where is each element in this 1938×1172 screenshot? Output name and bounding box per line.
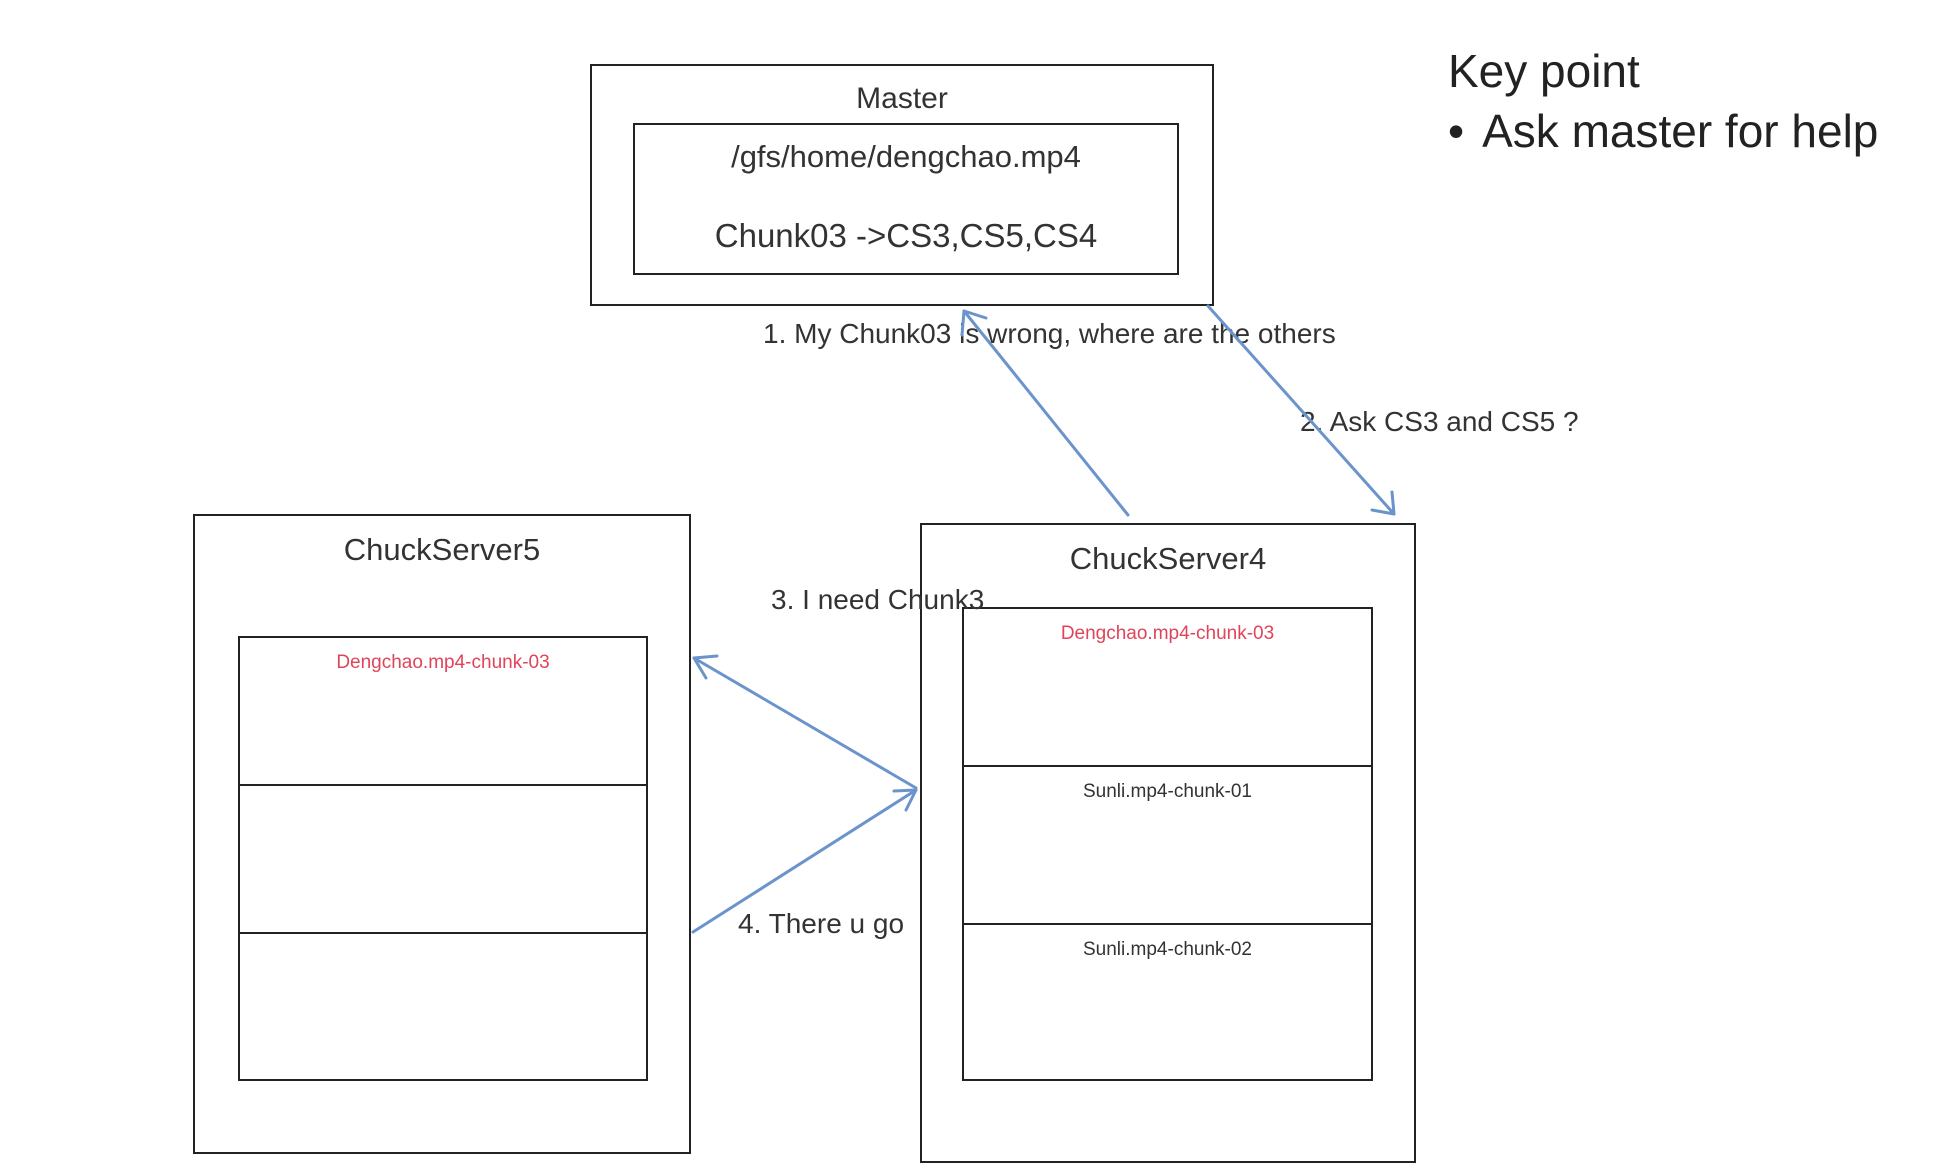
chunk-slot: Sunli.mp4-chunk-01 bbox=[964, 767, 1371, 925]
chunk-label: Sunli.mp4-chunk-02 bbox=[1083, 939, 1252, 960]
message-step-1: 1. My Chunk03 is wrong, where are the ot… bbox=[763, 318, 1336, 349]
chunk-label: Sunli.mp4-chunk-01 bbox=[1083, 781, 1252, 802]
arrow-step-2-line bbox=[1206, 304, 1396, 516]
chunk-slot: Dengchao.mp4-chunk-03 bbox=[964, 609, 1371, 767]
chunk-label: Dengchao.mp4-chunk-03 bbox=[336, 652, 550, 673]
message-step-2: 2. Ask CS3 and CS5 ? bbox=[1300, 406, 1579, 437]
chunk-server-4: ChuckServer4 Dengchao.mp4-chunk-03 Sunli… bbox=[920, 523, 1416, 1163]
bullet-icon: • bbox=[1448, 105, 1465, 157]
master-file-path: /gfs/home/dengchao.mp4 bbox=[731, 139, 1081, 174]
arrow-step-4-line bbox=[691, 788, 918, 934]
chunk-server-5-title: ChuckServer5 bbox=[343, 532, 541, 567]
key-point-bullet-text: Ask master for help bbox=[1482, 105, 1879, 157]
chunk-label: Dengchao.mp4-chunk-03 bbox=[1060, 623, 1275, 644]
message-step-3: 3. I need Chunk3 bbox=[771, 584, 985, 615]
chunk-slot bbox=[240, 934, 646, 1080]
arrow-step-2-head bbox=[1370, 490, 1396, 516]
key-point-bullet: • Ask master for help bbox=[1448, 104, 1878, 158]
key-point-title: Key point bbox=[1448, 45, 1640, 97]
master-node: Master /gfs/home/dengchao.mp4 Chunk03 ->… bbox=[590, 64, 1214, 306]
master-file-table: /gfs/home/dengchao.mp4 Chunk03 ->CS3,CS5… bbox=[633, 123, 1179, 275]
chunk-server-5: ChuckServer5 Dengchao.mp4-chunk-03 bbox=[193, 514, 691, 1154]
message-step-4: 4. There u go bbox=[738, 908, 905, 939]
chunk-server-4-title: ChuckServer4 bbox=[1069, 541, 1267, 576]
master-chunk-mapping: Chunk03 ->CS3,CS5,CS4 bbox=[714, 217, 1098, 254]
chunk-server-5-chunk-list: Dengchao.mp4-chunk-03 bbox=[238, 636, 648, 1081]
arrow-step-3-head bbox=[692, 654, 719, 680]
arrow-step-3-line bbox=[692, 656, 918, 790]
chunk-slot: Sunli.mp4-chunk-02 bbox=[964, 925, 1371, 1080]
arrow-step-1-line bbox=[962, 309, 1130, 517]
master-title: Master bbox=[856, 82, 948, 115]
chunk-server-4-chunk-list: Dengchao.mp4-chunk-03 Sunli.mp4-chunk-01… bbox=[962, 607, 1373, 1081]
arrow-step-4-head bbox=[892, 788, 918, 812]
chunk-slot: Dengchao.mp4-chunk-03 bbox=[240, 638, 646, 786]
arrow-step-1-head bbox=[960, 309, 988, 337]
chunk-slot bbox=[240, 786, 646, 934]
